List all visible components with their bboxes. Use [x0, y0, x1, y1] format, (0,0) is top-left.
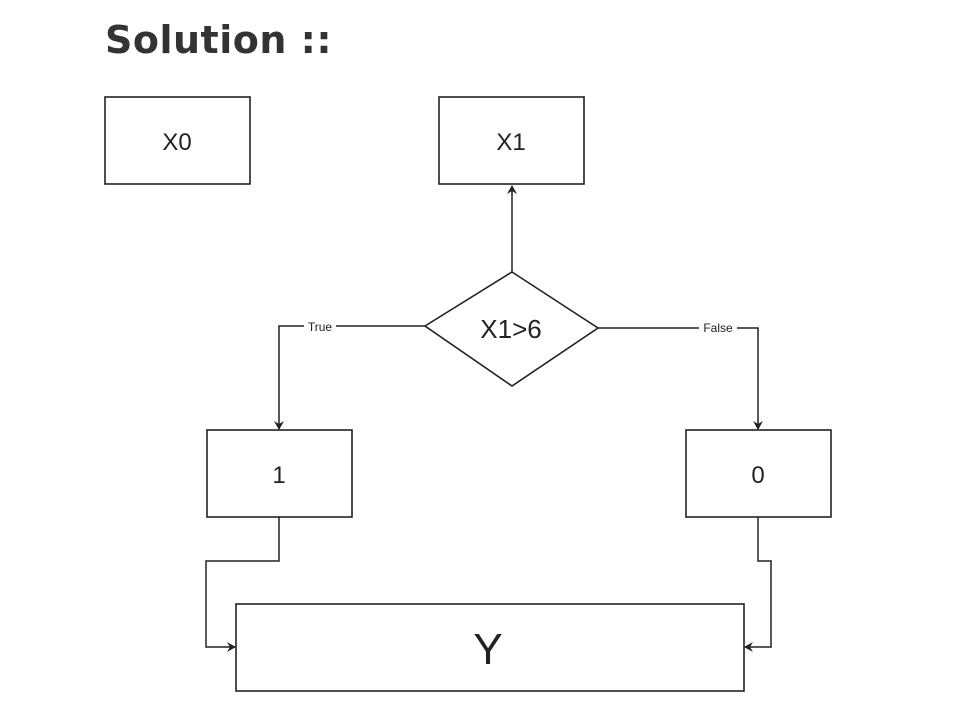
- node-one: [206, 429, 353, 518]
- true-label: True: [308, 320, 333, 334]
- edge-true: [274, 325, 425, 430]
- node-y-label: Y: [473, 625, 502, 674]
- node-decision-label: X1>6: [480, 314, 541, 344]
- node-y: [235, 603, 745, 692]
- edge-zero-to-y: [744, 517, 772, 652]
- page-title: Solution ::: [105, 18, 333, 62]
- node-zero-label: 0: [751, 462, 764, 489]
- edge-one-to-y: [205, 517, 280, 652]
- node-one-label: 1: [272, 462, 285, 489]
- node-x0: [104, 96, 251, 185]
- node-decision: [423, 271, 600, 387]
- node-x1-label: X1: [496, 129, 525, 156]
- node-zero: [685, 429, 832, 518]
- node-x1: [438, 96, 585, 185]
- node-x0-label: X0: [162, 129, 191, 156]
- false-label: False: [703, 321, 733, 335]
- edge-false: [598, 327, 763, 430]
